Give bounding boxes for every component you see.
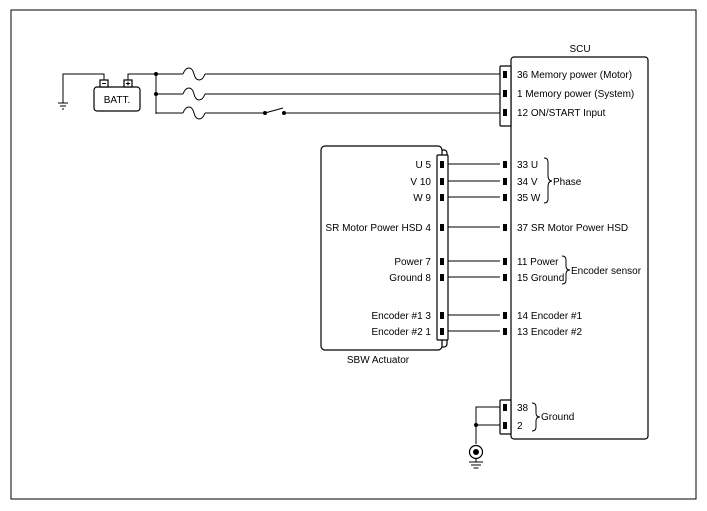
scu-pin-12: 12 ON/START Input (517, 108, 606, 119)
ground-junction (474, 423, 478, 427)
sbw-actuator: SBW Actuator U 5 V 10 W 9 SR Motor Power… (320, 145, 449, 366)
connector-pin-icon (440, 161, 444, 335)
actuator-pin-encoder-1: Encoder #1 3 (372, 311, 432, 322)
ground-icon (468, 444, 484, 469)
actuator-pin-power: Power 7 (394, 257, 431, 268)
scu-pin-33: 33 U (517, 160, 538, 171)
switch-icon (263, 107, 286, 115)
battery-ground-wire (62, 73, 105, 103)
actuator-scu-wires (448, 163, 500, 332)
scu-pin-37: 37 SR Motor Power HSD (517, 223, 628, 234)
scu-pin-1: 1 Memory power (System) (517, 89, 634, 100)
scu-box (510, 56, 649, 440)
scu-pin-38: 38 (517, 403, 529, 414)
scu-connector-strip (499, 399, 512, 435)
scu-ground-wire (475, 406, 500, 444)
scu-pin-2: 2 (517, 421, 523, 432)
scu-pin-36: 36 Memory power (Motor) (517, 70, 632, 81)
actuator-pin-hsd: SR Motor Power HSD 4 (325, 223, 431, 234)
actuator-pin-w: W 9 (413, 193, 431, 204)
phase-brace (543, 157, 553, 204)
fuse-icon (182, 87, 206, 101)
chassis-ground-icon (58, 102, 68, 110)
scu-pin-34: 34 V (517, 177, 538, 188)
battery: BATT. (93, 79, 141, 112)
actuator-pin-v: V 10 (410, 177, 431, 188)
scu-pin-11: 11 Power (517, 257, 559, 268)
scu-pin-13: 13 Encoder #2 (517, 327, 582, 338)
actuator-label: SBW Actuator (347, 355, 410, 366)
battery-icon (93, 79, 141, 112)
fuse-icon (182, 67, 206, 81)
battery-label: BATT. (104, 95, 130, 106)
encoder-sensor-label: Encoder sensor (571, 266, 642, 277)
fuse-icon (182, 106, 206, 120)
scu-pin-14: 14 Encoder #1 (517, 311, 582, 322)
scu-unit: SCU 36 Memory power (Motor) 1 Memory pow… (499, 44, 649, 440)
encoder-sensor-brace (561, 255, 571, 285)
actuator-pin-encoder-2: Encoder #2 1 (372, 327, 432, 338)
ground-group-label: Ground (541, 412, 574, 423)
scu-pin-15: 15 Ground (517, 273, 564, 284)
actuator-pin-u: U 5 (415, 160, 431, 171)
ground-brace (531, 402, 541, 432)
phase-label: Phase (553, 177, 582, 188)
scu-pin-35: 35 W (517, 193, 541, 204)
actuator-pin-ground: Ground 8 (389, 273, 431, 284)
connector-pin-icon (503, 71, 507, 429)
scu-label: SCU (569, 44, 590, 55)
actuator-connector-strip (436, 154, 449, 341)
